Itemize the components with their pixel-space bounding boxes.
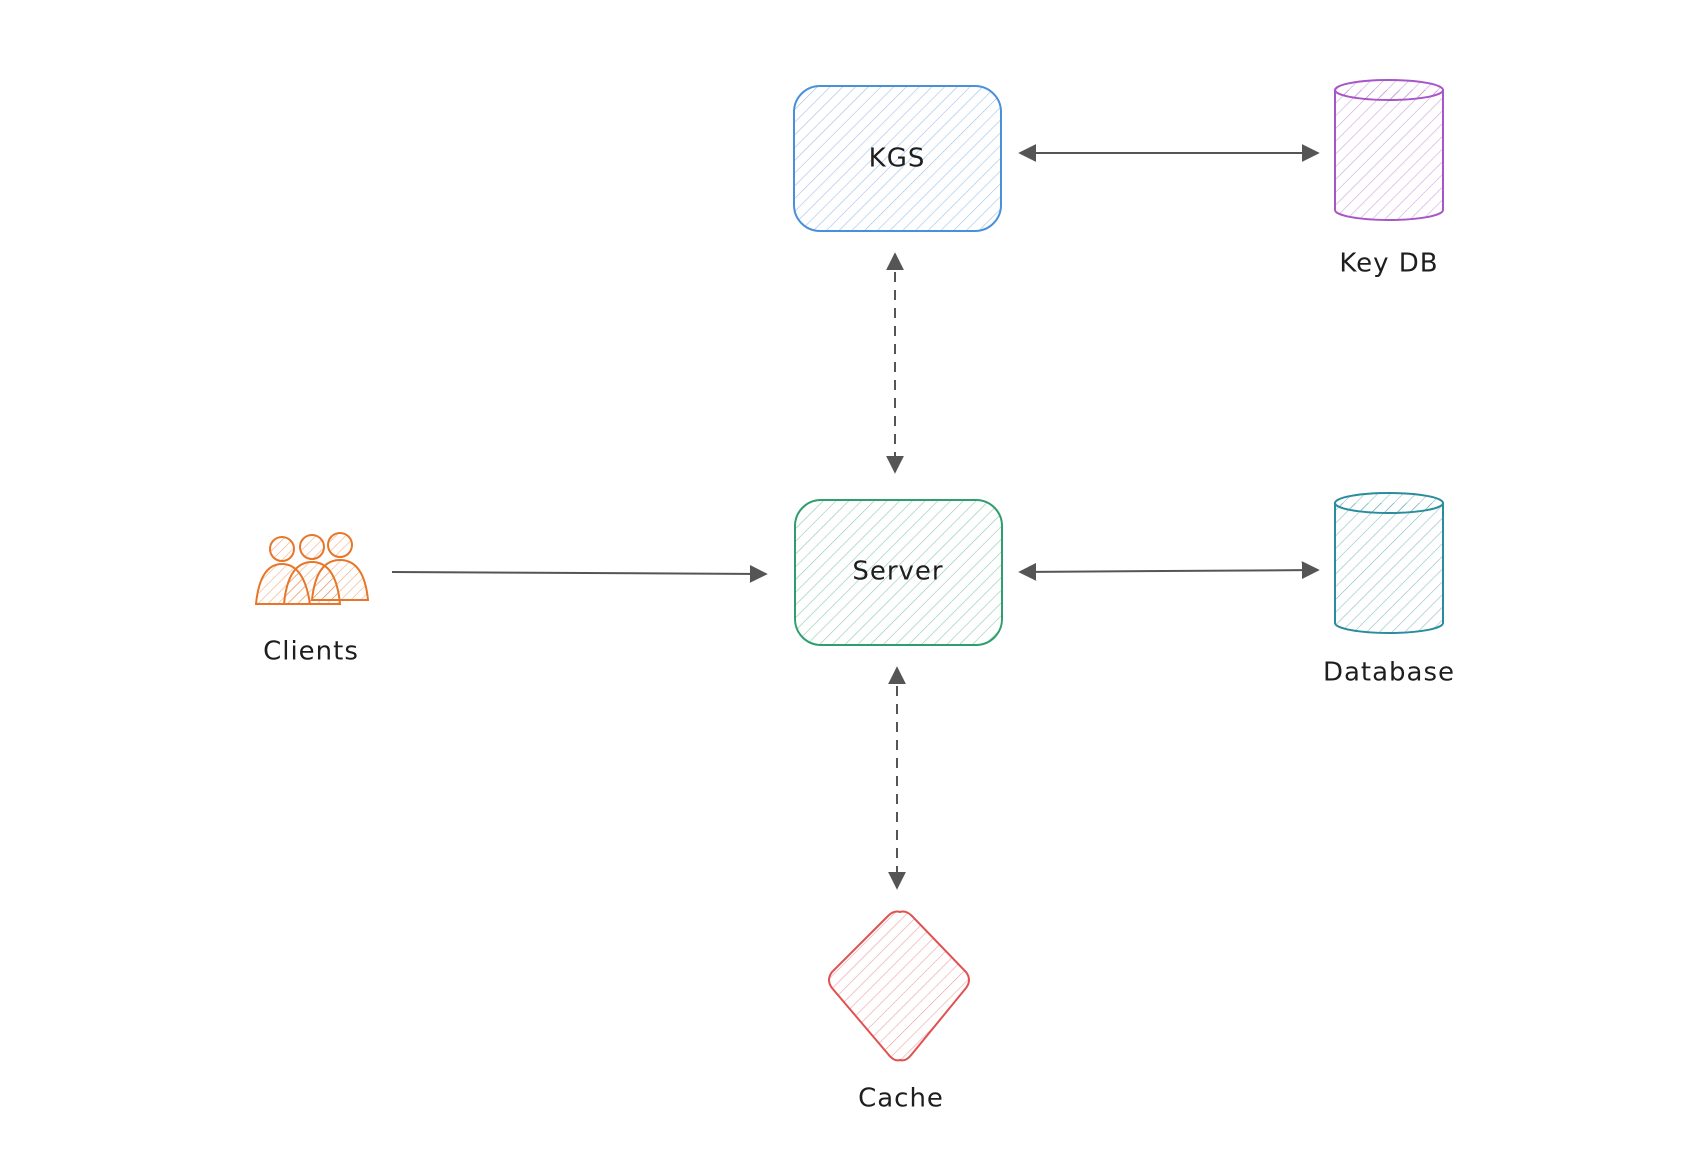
- edges: [391, 144, 1320, 890]
- node-cache[interactable]: Cache: [828, 910, 970, 1114]
- node-clients[interactable]: Clients: [254, 532, 370, 667]
- node-key-db[interactable]: Key DB: [1334, 79, 1444, 279]
- cache-label: Cache: [858, 1084, 944, 1114]
- node-server[interactable]: Server: [794, 499, 1003, 646]
- database-label: Database: [1323, 658, 1455, 688]
- server-label: Server: [852, 557, 943, 587]
- clients-label: Clients: [263, 637, 359, 667]
- key-db-label: Key DB: [1339, 249, 1438, 279]
- cylinder-icon: [1334, 492, 1444, 634]
- node-database[interactable]: Database: [1323, 492, 1455, 688]
- cylinder-icon: [1334, 79, 1444, 221]
- users-icon: [254, 532, 370, 605]
- kgs-box: [793, 85, 1002, 232]
- server-box: [794, 499, 1003, 646]
- edge-server-database: [1018, 561, 1320, 581]
- kgs-label: KGS: [869, 144, 926, 174]
- edge-clients-server: [391, 564, 768, 583]
- diamond-icon: [828, 910, 970, 1062]
- node-kgs[interactable]: KGS: [793, 85, 1002, 232]
